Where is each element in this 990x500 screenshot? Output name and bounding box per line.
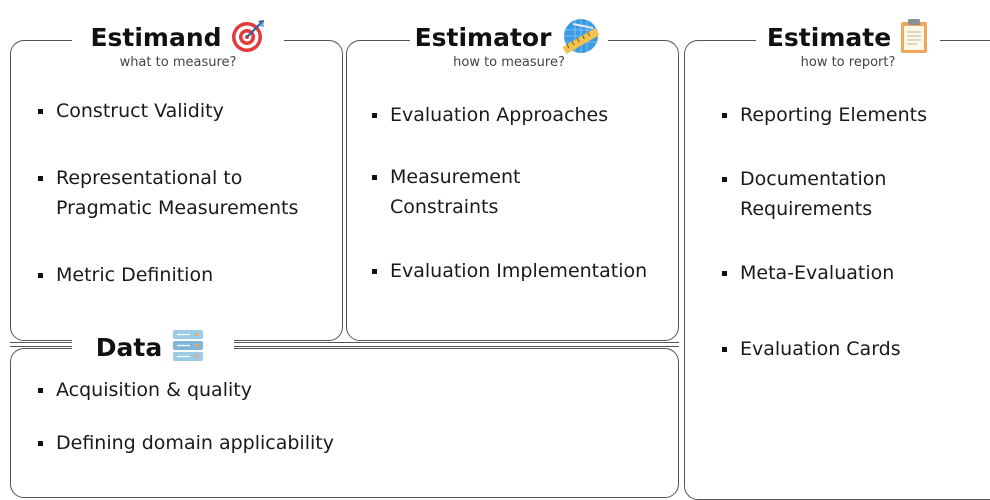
data-title: Data (95, 333, 163, 362)
estimate-list: Reporting Elements Documentation Require… (720, 100, 985, 364)
estimate-header-rule (940, 40, 990, 41)
list-item: Measurement Constraints (370, 162, 580, 222)
estimator-subtitle: how to measure? (453, 55, 565, 70)
list-item: Reporting Elements (720, 100, 985, 130)
ruler-compass-icon (559, 18, 603, 58)
database-icon (170, 328, 210, 368)
list-item: Evaluation Implementation (370, 256, 675, 286)
list-item: Evaluation Approaches (370, 100, 675, 130)
estimand-list: Construct Validity Representational to P… (36, 96, 336, 290)
clipboard-icon (899, 18, 929, 58)
estimand-header: Estimand what to measure? (72, 18, 284, 70)
estimator-list: Evaluation Approaches Measurement Constr… (370, 100, 675, 286)
estimate-subtitle: how to report? (800, 55, 896, 70)
estimand-subtitle: what to measure? (119, 55, 237, 70)
list-item: Documentation Requirements (720, 164, 940, 224)
data-header-double-rule (10, 342, 679, 347)
list-item: Acquisition & quality (36, 375, 636, 405)
estimator-header: Estimator (410, 18, 608, 70)
estimator-title: Estimator (414, 23, 552, 52)
target-icon (230, 18, 266, 58)
list-item: Meta-Evaluation (720, 258, 985, 288)
list-item: Construct Validity (36, 96, 336, 126)
estimand-title: Estimand (90, 23, 222, 52)
list-item: Defining domain applicability (36, 428, 636, 458)
data-list: Acquisition & quality Defining domain ap… (36, 375, 636, 458)
estimate-title: Estimate (766, 23, 892, 52)
estimate-header: Estimate how to report? (756, 18, 940, 70)
list-item: Evaluation Cards (720, 334, 985, 364)
data-header: Data (72, 328, 234, 368)
list-item: Representational to Pragmatic Measuremen… (36, 163, 326, 223)
list-item: Metric Definition (36, 260, 336, 290)
